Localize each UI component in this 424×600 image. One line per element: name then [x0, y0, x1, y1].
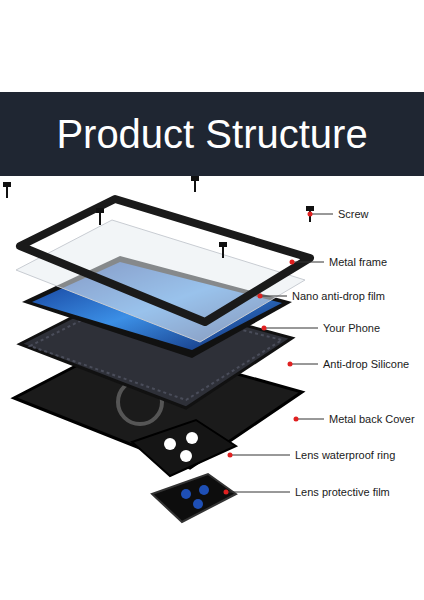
part-label: Lens waterproof ring	[295, 448, 395, 462]
part-label: Your Phone	[323, 321, 380, 335]
lens-film	[152, 474, 236, 522]
part-label: Metal back Cover	[329, 412, 415, 426]
lens-glass	[193, 499, 203, 509]
title-band	[0, 92, 424, 176]
lens-hole	[164, 438, 176, 450]
metal-frame	[20, 199, 310, 322]
screws	[4, 177, 313, 258]
part-label: Lens protective film	[295, 485, 390, 499]
part-label: Nano anti-drop film	[292, 289, 385, 303]
part-label: Anti-drop Silicone	[323, 357, 409, 371]
film-layer	[16, 220, 305, 342]
part-label: Screw	[338, 207, 369, 221]
lens-hole	[186, 432, 198, 444]
lens-glass	[181, 489, 191, 499]
lens-glass	[199, 485, 209, 495]
part-label: Metal frame	[329, 255, 387, 269]
lens-ring	[132, 420, 236, 476]
title: Product Structure	[0, 110, 424, 158]
lens-hole	[180, 450, 192, 462]
